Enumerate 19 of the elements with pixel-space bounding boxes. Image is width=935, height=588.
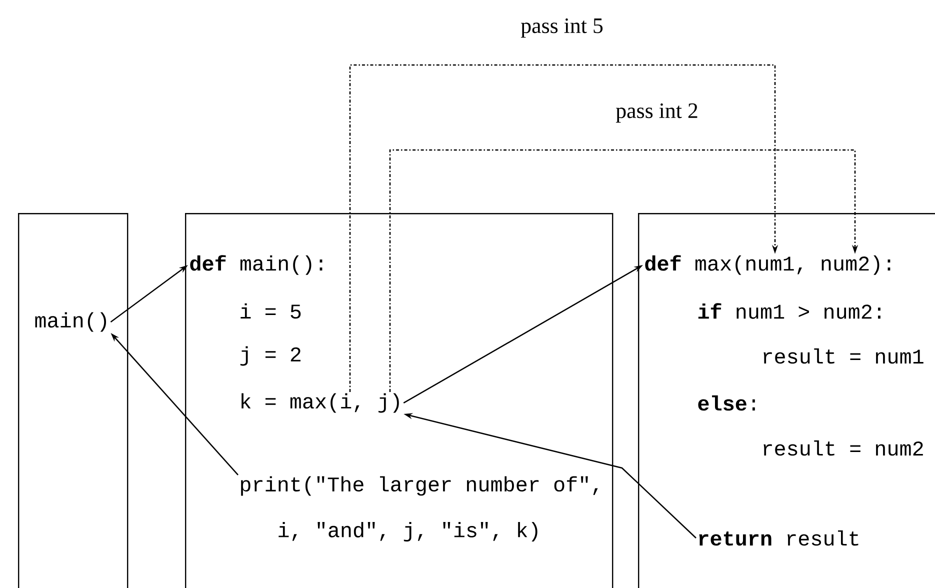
arrow xyxy=(389,149,858,392)
edge-label: pass int 2 xyxy=(614,102,700,124)
code-line: return result xyxy=(699,530,858,546)
arrow xyxy=(349,64,778,392)
code-line: def max(num1, num2): xyxy=(645,255,890,275)
code-panel xyxy=(185,213,614,588)
code-line: i = 5 xyxy=(240,303,301,319)
code-line: print("The larger number of", i, "and", j, "is", k) xyxy=(241,476,598,542)
code-line: k = max(i, j) xyxy=(242,393,399,413)
code-line: def main(): xyxy=(190,255,322,275)
code-panel xyxy=(638,213,935,588)
code-line: result = num1 xyxy=(764,348,924,364)
code-line: result = num2 xyxy=(764,440,923,456)
code-line: main() xyxy=(35,312,106,332)
edge-label: pass int 5 xyxy=(520,17,604,39)
code-line: j = 2 xyxy=(240,346,300,366)
code-panel xyxy=(18,213,128,588)
code-line: else: xyxy=(698,395,755,411)
code-line: if num1 > num2: xyxy=(698,303,880,319)
